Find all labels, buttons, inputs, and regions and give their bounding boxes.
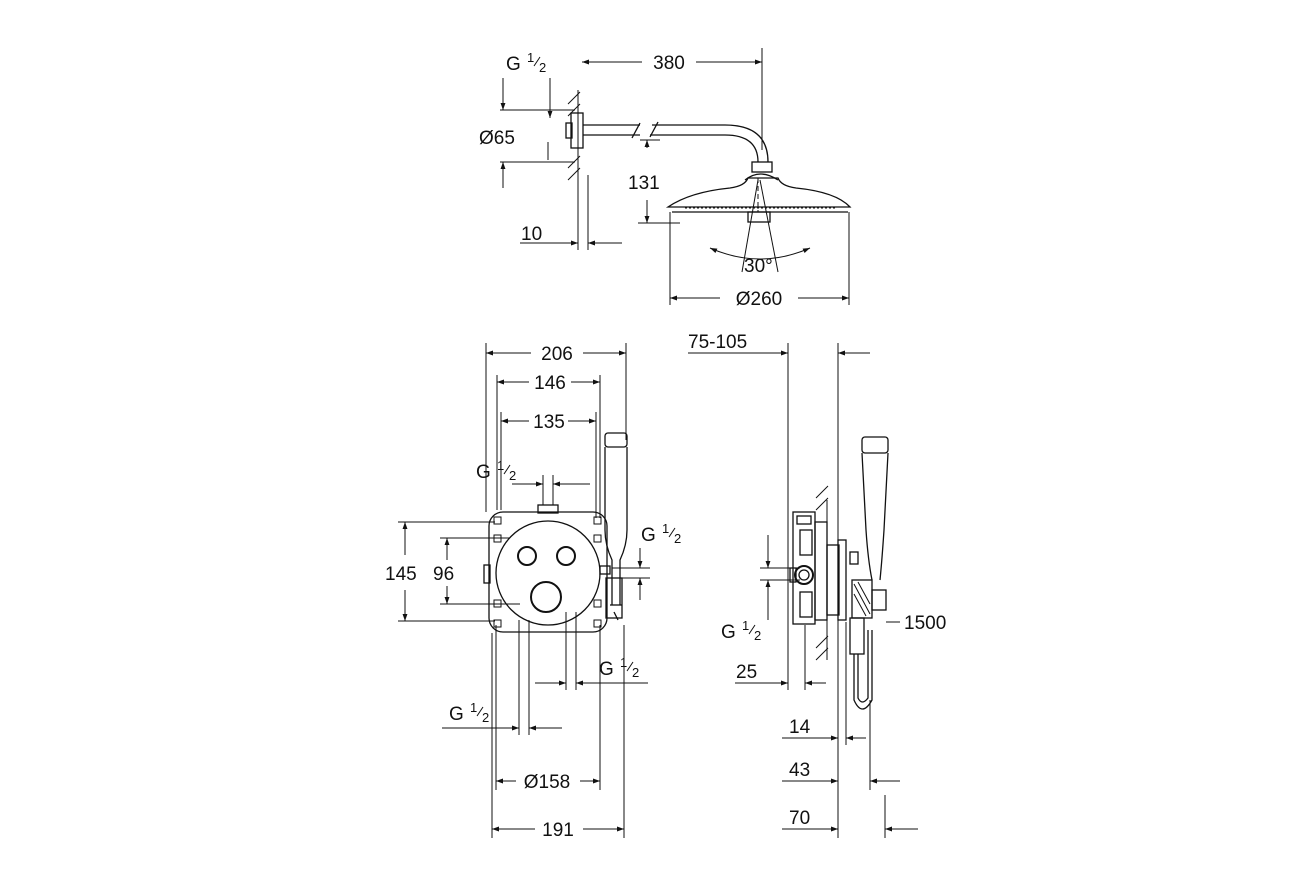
left-stub (483, 564, 491, 584)
thread-label-top: G 1 2 (506, 50, 546, 75)
dim-1500-label: 1500 (904, 613, 946, 634)
svg-text:G: G (476, 462, 491, 483)
wall-connector (565, 122, 573, 139)
svg-text:2: 2 (509, 468, 516, 483)
svg-text:2: 2 (754, 628, 761, 643)
dim-10-label: 10 (521, 224, 542, 245)
side-view: 75-105 1500 G 1 2 25 14 43 (688, 332, 946, 838)
front-view: 206 146 135 G 1 2 145 (385, 343, 681, 841)
hand-shower-side (849, 436, 889, 710)
svg-text:2: 2 (539, 60, 546, 75)
top-outlet (537, 504, 559, 514)
dim-25-label: 25 (736, 662, 757, 683)
temperature-knob[interactable] (530, 581, 562, 613)
dim-260-label: Ø260 (736, 289, 782, 310)
thread-label-front-bottom-left: G 1 2 (449, 700, 489, 725)
mounting-plate (488, 511, 608, 633)
control-button-left[interactable] (517, 546, 537, 566)
plate-screws (493, 516, 602, 628)
thermostat-housing (495, 520, 601, 626)
svg-text:2: 2 (482, 710, 489, 725)
dim-14-label: 14 (789, 717, 811, 738)
right-connector (599, 565, 611, 575)
control-button-right[interactable] (556, 546, 576, 566)
svg-text:1: 1 (742, 618, 749, 633)
angle-label: 30° (744, 256, 773, 277)
thread-label-side: G 1 2 (721, 618, 761, 643)
side-wall-hatch (815, 485, 829, 661)
spray-angle (709, 179, 811, 273)
side-button (849, 551, 859, 565)
svg-text:1: 1 (527, 50, 534, 65)
thread-label-front-top: G 1 2 (476, 458, 516, 483)
dim-96-label: 96 (433, 564, 454, 585)
dim-145-label: 145 (385, 564, 417, 585)
dim-131-label: 131 (628, 173, 660, 194)
svg-text:G: G (506, 54, 521, 75)
svg-text:G: G (449, 704, 464, 725)
wall-flange (570, 112, 584, 149)
dim-158-label: Ø158 (524, 772, 570, 793)
overhead-shower-view: 380 G 1 2 Ø65 131 10 30° (479, 48, 852, 310)
dim-65-label: Ø65 (479, 128, 515, 149)
svg-text:1: 1 (470, 700, 477, 715)
hand-shower-front (604, 432, 628, 621)
dim-380-label: 380 (653, 53, 685, 74)
svg-text:1: 1 (662, 521, 669, 536)
svg-text:G: G (599, 659, 614, 680)
dim-135-label: 135 (533, 412, 565, 433)
dim-191-label: 191 (542, 820, 574, 841)
dim-43-label: 43 (789, 760, 810, 781)
dim-70-label: 70 (789, 808, 810, 829)
dim-75-105-label: 75-105 (688, 332, 747, 353)
shower-head (665, 161, 852, 223)
dim-146-label: 146 (534, 373, 566, 394)
svg-text:G: G (641, 525, 656, 546)
svg-text:2: 2 (632, 665, 639, 680)
cover-plate (837, 539, 847, 621)
dim-206-label: 206 (541, 344, 573, 365)
concealed-body (789, 511, 840, 625)
shower-arm (583, 121, 769, 163)
svg-text:2: 2 (674, 531, 681, 546)
thread-label-front-bottom-right: G 1 2 (599, 655, 639, 680)
thread-label-front-right: G 1 2 (641, 521, 681, 546)
svg-text:G: G (721, 622, 736, 643)
svg-text:1: 1 (497, 458, 504, 473)
